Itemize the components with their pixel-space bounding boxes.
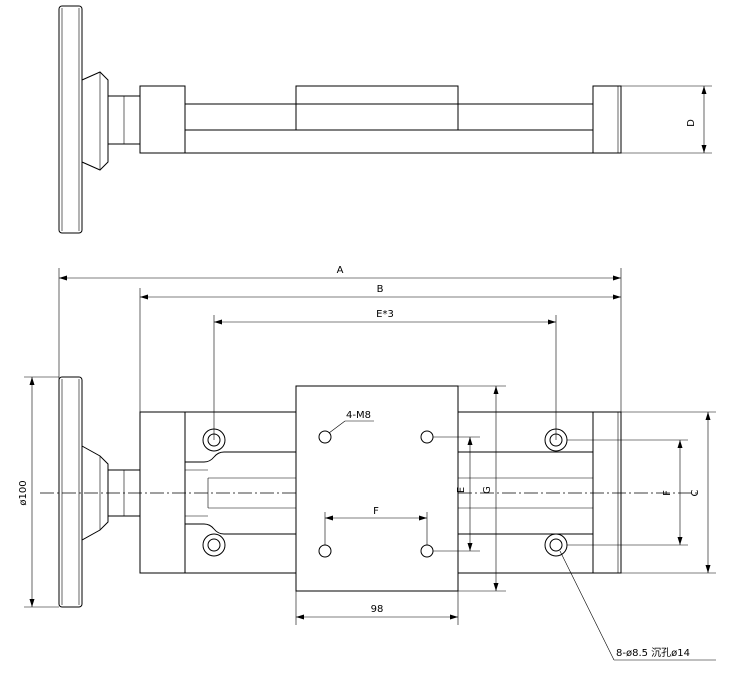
dim-g-vertical-label: G <box>482 486 493 494</box>
dim-a: A <box>58 265 622 412</box>
side-handwheel-hub <box>81 71 109 171</box>
callout-counterbore-label: 8-ø8.5 沉孔ø14 <box>616 646 690 659</box>
carriage <box>295 385 459 592</box>
dim-c-vertical: C <box>621 411 716 574</box>
dim-e3: E*3 <box>213 309 557 440</box>
side-carriage <box>295 85 459 131</box>
callout-counterbore: 8-ø8.5 沉孔ø14 <box>559 550 716 661</box>
slot-lower-left <box>185 523 296 535</box>
side-view: D <box>58 5 712 234</box>
dim-g-vertical: G <box>458 385 506 592</box>
callout-4m8-label: 4-M8 <box>346 410 371 421</box>
dim-b-label: B <box>377 284 384 295</box>
side-handwheel-rim <box>58 5 83 234</box>
dim-f-horizontal: F <box>324 506 428 545</box>
dim-f-horizontal-label: F <box>373 506 379 517</box>
plan-view: A B E*3 <box>18 265 716 661</box>
callout-4m8: 4-M8 <box>328 410 374 434</box>
dim-e-vertical: E <box>433 436 480 552</box>
slot-upper-left <box>185 451 296 463</box>
dim-f-vertical: F <box>567 439 688 546</box>
side-end-block-right <box>592 85 622 154</box>
dim-b: B <box>139 284 621 412</box>
dim-dia100-label: ø100 <box>18 480 29 505</box>
dim-e-vertical-label: E <box>456 487 467 493</box>
dim-98-label: 98 <box>371 604 384 615</box>
dim-e3-label: E*3 <box>376 309 394 320</box>
dim-d-label: D <box>686 119 697 127</box>
dim-dia100: ø100 <box>18 376 59 608</box>
dim-c-vertical-label: C <box>690 489 701 496</box>
dim-a-label: A <box>337 265 344 276</box>
dim-98: 98 <box>295 591 459 625</box>
dim-f-vertical-label: F <box>662 490 673 496</box>
plan-handwheel-rim <box>58 376 83 608</box>
side-end-block-left <box>139 85 186 154</box>
